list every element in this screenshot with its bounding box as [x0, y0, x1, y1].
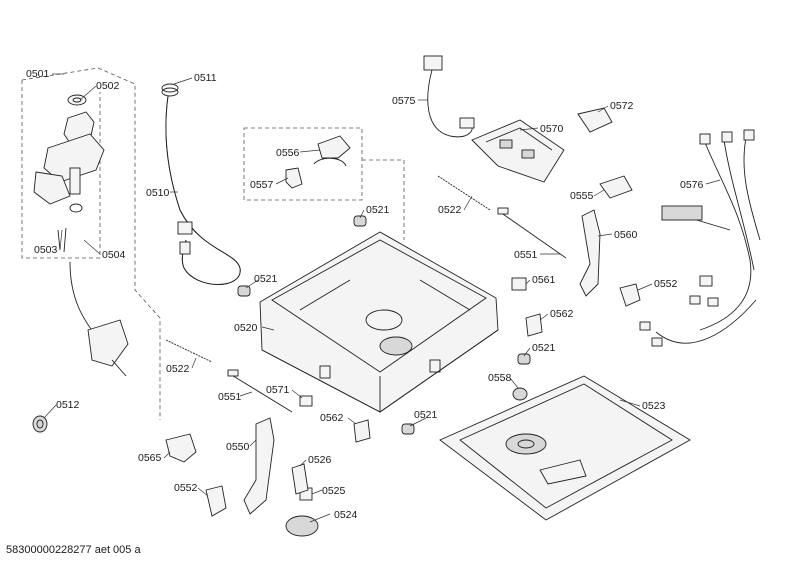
part-0556-bracket [313, 135, 351, 167]
part-0571 [299, 395, 313, 407]
label-0521-bottom: 0521 [414, 409, 438, 421]
label-0562-right: 0562 [550, 308, 574, 320]
float-0558 [512, 387, 528, 401]
label-0522-top: 0522 [438, 204, 462, 216]
water-valve-assembly [33, 94, 105, 253]
label-0552-right: 0552 [654, 278, 678, 290]
label-0572: 0572 [610, 100, 634, 112]
label-0571: 0571 [266, 384, 290, 396]
foot-0521-bottom [401, 423, 415, 435]
part-0552-left [205, 485, 227, 517]
label-0524: 0524 [334, 509, 358, 521]
label-0551-left: 0551 [218, 391, 242, 403]
label-0576: 0576 [680, 179, 704, 191]
foot-0521-left [237, 285, 251, 297]
wiring-harness-0576 [639, 129, 761, 347]
label-0503: 0503 [34, 244, 58, 256]
part-labels: 0501 0502 0503 0504 0510 0511 0512 0520 … [26, 68, 704, 521]
label-0520: 0520 [234, 322, 258, 334]
label-0575: 0575 [392, 95, 416, 107]
label-0525: 0525 [322, 485, 346, 497]
spring-0522-top [437, 175, 491, 211]
label-0557: 0557 [250, 179, 274, 191]
label-0521-top: 0521 [366, 204, 390, 216]
part-0565 [165, 433, 197, 463]
part-0561 [511, 277, 527, 291]
group-0501-dashed-outline [21, 67, 161, 420]
part-0555 [599, 175, 633, 199]
label-0570: 0570 [540, 123, 564, 135]
part-0557-clip [285, 167, 303, 189]
part-0512-clip [32, 415, 48, 433]
label-0550: 0550 [226, 441, 250, 453]
bracket-0550 [243, 417, 275, 515]
group-0556-dashed-outline [243, 127, 405, 240]
disc-0524 [285, 515, 319, 537]
label-0556: 0556 [276, 147, 300, 159]
part-0552-right [619, 283, 641, 307]
document-id: 58300000228277 aet 005 a [6, 544, 141, 556]
leader-lines [43, 73, 721, 523]
foot-0521-top [353, 215, 367, 227]
control-module-0570 [471, 119, 565, 183]
label-0521-left: 0521 [254, 273, 278, 285]
label-0562-left: 0562 [320, 412, 344, 424]
label-0501: 0501 [26, 68, 50, 80]
bracket-0560 [579, 209, 601, 297]
part-0562-right [525, 313, 543, 337]
label-0555: 0555 [570, 190, 594, 202]
base-tub-0520 [259, 231, 499, 413]
part-0572-bracket [577, 107, 613, 133]
label-0510: 0510 [146, 187, 170, 199]
rod-0551-top [497, 207, 567, 259]
label-0552-left: 0552 [174, 482, 198, 494]
label-0558: 0558 [488, 372, 512, 384]
label-0561: 0561 [532, 274, 556, 286]
label-0521-right: 0521 [532, 342, 556, 354]
label-0502: 0502 [96, 80, 120, 92]
label-0551-top: 0551 [514, 249, 538, 261]
label-0526: 0526 [308, 454, 332, 466]
rod-0551-left [227, 369, 293, 413]
drain-hose-0510 [165, 95, 241, 285]
label-0560: 0560 [614, 229, 638, 241]
power-cord-0575 [423, 55, 475, 138]
base-plate-0523 [439, 375, 691, 521]
label-0522-left: 0522 [166, 363, 190, 375]
label-0511: 0511 [194, 72, 217, 84]
label-0504: 0504 [102, 249, 126, 261]
label-0512: 0512 [56, 399, 80, 411]
spring-0522-left [165, 339, 213, 363]
hose-assembly-0504 [69, 261, 129, 377]
foot-0521-right [517, 353, 531, 365]
part-0562-left [353, 419, 371, 443]
label-0523: 0523 [642, 400, 666, 412]
part-0526 [291, 463, 309, 495]
clamp-0511 [161, 83, 179, 97]
label-0565: 0565 [138, 452, 162, 464]
